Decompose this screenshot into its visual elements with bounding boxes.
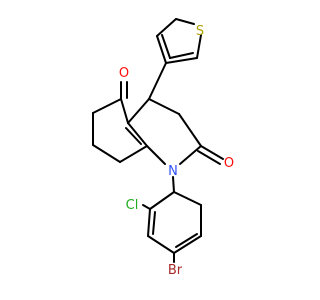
bond bbox=[148, 62, 167, 100]
bond bbox=[125, 127, 142, 145]
molecule-structure: S O N O Cl Br bbox=[92, 18, 234, 278]
bond bbox=[92, 98, 122, 114]
bonds bbox=[92, 18, 224, 263]
bond bbox=[120, 98, 129, 124]
bond bbox=[169, 52, 194, 59]
bond bbox=[156, 35, 167, 64]
bond bbox=[149, 191, 175, 210]
atom-label-ketone-oxygen: O bbox=[119, 66, 129, 81]
bond bbox=[147, 208, 151, 237]
bond bbox=[178, 113, 202, 147]
bond bbox=[197, 150, 221, 165]
bond bbox=[92, 144, 121, 163]
bond bbox=[173, 235, 202, 254]
bond bbox=[156, 18, 177, 37]
bond bbox=[175, 233, 198, 248]
bond bbox=[196, 34, 202, 59]
bond bbox=[173, 191, 202, 206]
bond bbox=[119, 145, 148, 163]
atom-label-amide-oxygen: O bbox=[224, 156, 234, 171]
bond bbox=[175, 18, 195, 25]
bond bbox=[147, 235, 175, 254]
bond bbox=[142, 204, 151, 210]
atom-labels: S O N O Cl Br bbox=[119, 24, 234, 278]
bond bbox=[152, 211, 156, 235]
atom-label-sulfur: S bbox=[196, 24, 204, 39]
bond bbox=[165, 57, 198, 64]
atom-label-nitrogen: N bbox=[168, 164, 178, 179]
bond bbox=[148, 98, 180, 115]
bond bbox=[146, 145, 166, 165]
bond bbox=[179, 145, 202, 165]
bond bbox=[161, 34, 171, 59]
bond bbox=[127, 98, 150, 124]
atom-label-bromine: Br bbox=[168, 263, 183, 278]
bond bbox=[127, 122, 148, 147]
bond bbox=[200, 145, 224, 160]
atom-label-chlorine: Cl bbox=[126, 198, 139, 213]
bond bbox=[172, 176, 175, 193]
